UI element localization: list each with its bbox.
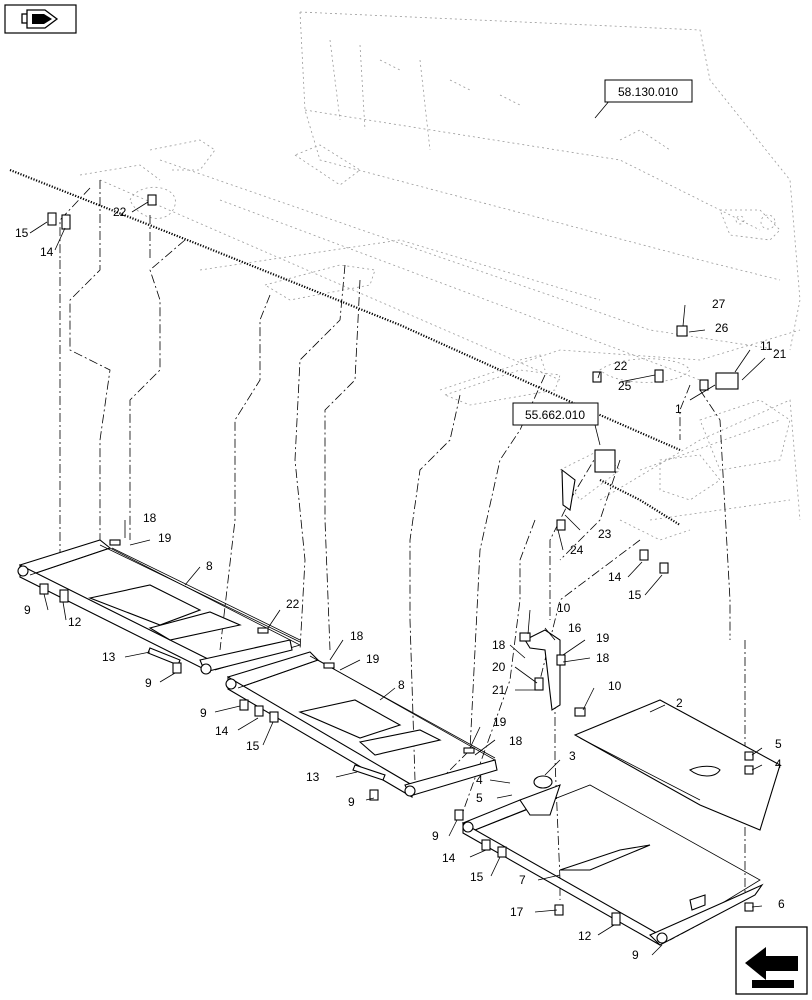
callout-18: 18 — [596, 651, 610, 665]
callout-10: 10 — [557, 601, 571, 615]
svg-text:58.130.010: 58.130.010 — [618, 85, 678, 99]
callout-9: 9 — [348, 795, 355, 809]
callout-13: 13 — [306, 770, 320, 784]
callout-18: 18 — [350, 629, 364, 643]
callout-15: 15 — [15, 226, 29, 240]
reference-box-55-662-010[interactable]: 55.662.010 — [512, 402, 599, 426]
callout-9: 9 — [24, 603, 31, 617]
callout-11: 11 — [760, 339, 773, 353]
callout-2: 2 — [676, 696, 683, 710]
reference-box-58-130-010[interactable]: 58.130.010 — [604, 79, 693, 103]
callout-15: 15 — [628, 588, 642, 602]
callout-8: 8 — [398, 678, 405, 692]
callout-19: 19 — [493, 715, 507, 729]
crop-divider-right-drawing — [461, 775, 764, 946]
callout-19: 19 — [158, 531, 172, 545]
callout-25: 25 — [618, 379, 632, 393]
callout-17: 17 — [510, 905, 524, 919]
callout-4: 4 — [476, 773, 483, 787]
callout-18: 18 — [143, 511, 157, 525]
hardware-drawing — [39, 194, 754, 926]
callout-14: 14 — [40, 245, 54, 259]
leader-lines — [29, 87, 766, 956]
callout-26: 26 — [715, 321, 729, 335]
callout-22: 22 — [286, 597, 300, 611]
callout-19: 19 — [366, 652, 380, 666]
callout-1: 1 — [675, 402, 682, 416]
callout-9: 9 — [200, 706, 207, 720]
crop-divider-center-drawing — [225, 651, 498, 798]
svg-text:55.662.010: 55.662.010 — [525, 408, 585, 422]
callout-9: 9 — [145, 676, 152, 690]
callout-labels: 15 14 22 27 26 11 21 22 25 1 23 24 14 15… — [15, 205, 787, 962]
callout-16: 16 — [568, 621, 582, 635]
callout-22: 22 — [113, 205, 127, 219]
callout-9: 9 — [432, 829, 439, 843]
callout-23: 23 — [598, 527, 612, 541]
callout-12: 12 — [68, 615, 82, 629]
callout-15: 15 — [470, 870, 484, 884]
callout-9: 9 — [632, 948, 639, 962]
side-shield-drawing — [573, 699, 781, 831]
callout-4: 4 — [775, 757, 782, 771]
callout-18: 18 — [492, 638, 506, 652]
callout-3: 3 — [569, 749, 576, 763]
callout-20: 20 — [492, 660, 506, 674]
callout-15: 15 — [246, 739, 260, 753]
callout-14: 14 — [442, 851, 456, 865]
callout-14: 14 — [215, 724, 229, 738]
callout-8: 8 — [206, 559, 213, 573]
callout-10: 10 — [608, 679, 622, 693]
callout-27: 27 — [712, 297, 726, 311]
header-frame-drawing — [79, 11, 801, 541]
assembly-lines — [59, 180, 746, 941]
callout-18: 18 — [509, 734, 523, 748]
previous-page-icon[interactable] — [4, 4, 77, 34]
bracket-drawing — [519, 629, 561, 711]
callout-6: 6 — [778, 897, 785, 911]
callout-24: 24 — [570, 543, 584, 557]
callout-13: 13 — [102, 650, 116, 664]
callout-19: 19 — [596, 631, 610, 645]
callout-5: 5 — [476, 791, 483, 805]
next-page-icon[interactable] — [735, 926, 808, 995]
callout-21: 21 — [492, 683, 506, 697]
callout-21: 21 — [773, 347, 787, 361]
callout-12: 12 — [578, 929, 592, 943]
callout-14: 14 — [608, 570, 622, 584]
callout-7: 7 — [519, 873, 526, 887]
callout-5: 5 — [775, 737, 782, 751]
callout-22: 22 — [614, 359, 628, 373]
